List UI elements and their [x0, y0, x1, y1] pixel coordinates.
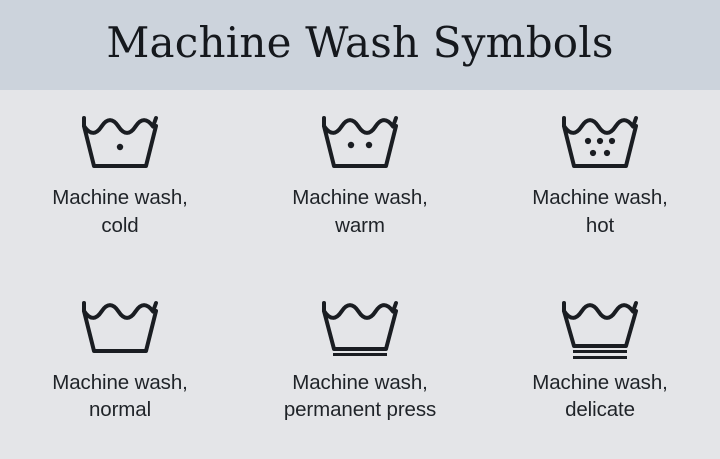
cycle-bar [573, 349, 627, 353]
symbol-label: Machine wash, cold [52, 184, 188, 239]
symbol-label-line-1: Machine wash, [52, 186, 188, 209]
cycle-bar [573, 355, 627, 359]
symbol-label-line-2: hot [585, 213, 615, 237]
symbol-label-line-1: Machine wash, [292, 370, 428, 394]
symbol-label: Machine wash, hot [532, 184, 668, 239]
temperature-dot [603, 149, 611, 157]
temperature-dot [608, 137, 616, 145]
temperature-dot [347, 141, 355, 149]
symbol-label-line-2: warm [335, 213, 385, 237]
symbol-label-line-1: Machine wash, [52, 370, 188, 394]
wash-tub-plain-icon [82, 300, 158, 353]
symbol-label-line-2: normal [88, 398, 152, 422]
symbol-cell-machine-wash-delicate: Machine wash, delicate [480, 275, 720, 424]
header-band: Machine Wash Symbols [0, 0, 720, 90]
symbol-label-line-1: Machine wash, [292, 186, 428, 209]
temperature-dot [365, 141, 373, 149]
wash-tub-one-dot-icon [82, 116, 158, 168]
cycle-bar [333, 352, 387, 356]
temperature-dot [589, 149, 597, 157]
temperature-dot [596, 137, 604, 145]
symbol-label: Machine wash, normal [52, 369, 188, 424]
symbol-grid: Machine wash, cold Machine wash, warm [0, 90, 720, 459]
symbol-label: Machine wash, warm [292, 184, 428, 239]
temperature-dot [116, 143, 124, 151]
symbol-label-line-2: delicate [565, 398, 635, 422]
temperature-dot [584, 137, 592, 145]
symbol-cell-machine-wash-warm: Machine wash, warm [240, 90, 480, 239]
symbol-label-line-2: permanent press [283, 398, 437, 422]
symbol-cell-machine-wash-hot: Machine wash, hot [480, 90, 720, 239]
wash-tub-two-bars-icon [562, 300, 638, 359]
symbol-label-line-1: Machine wash, [532, 186, 668, 209]
symbol-label: Machine wash, permanent press [284, 369, 436, 424]
symbol-label-line-2: cold [101, 213, 139, 237]
symbol-cell-machine-wash-permanent-press: Machine wash, permanent press [240, 275, 480, 424]
symbol-cell-machine-wash-normal: Machine wash, normal [0, 275, 240, 424]
wash-tub-five-dots-icon [562, 116, 638, 168]
symbol-cell-machine-wash-cold: Machine wash, cold [0, 90, 240, 239]
symbol-label: Machine wash, delicate [532, 369, 668, 424]
symbol-label-line-1: Machine wash, [532, 370, 668, 394]
wash-tub-one-bar-icon [322, 300, 398, 356]
page-title: Machine Wash Symbols [106, 18, 614, 67]
wash-tub-two-dots-icon [322, 116, 398, 168]
